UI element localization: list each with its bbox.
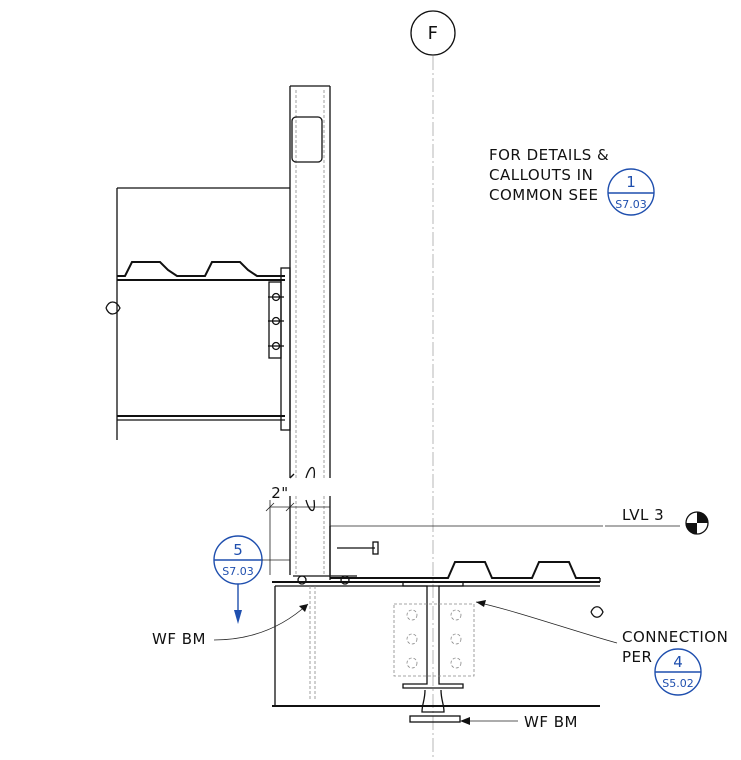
level-marker: LVL 3 [330,506,709,535]
connection-ref-sheet: S5.02 [662,677,693,690]
connection-plate-outline [393,603,475,677]
main-beam [272,575,604,707]
connection-text-1: CONNECTION [622,628,728,646]
note-line-2: CALLOUTS IN [489,166,593,184]
general-note: FOR DETAILS & CALLOUTS IN COMMON SEE 1 S… [489,146,655,216]
connection-ref-number: 4 [673,653,683,671]
bottom-flange [409,715,461,723]
note-ref-number: 1 [626,173,636,191]
lower-column [289,496,331,575]
wf-beam-label-bottom: WF BM [460,713,578,731]
grid-bubble [410,10,456,56]
metal-deck-lower [330,561,600,579]
connection-label: CONNECTION PER 4 S5.02 [475,600,728,696]
section-ref-number: 5 [233,541,243,559]
dimension-label: 2" [271,484,288,502]
connection-text-2: PER [622,648,652,666]
section-ref-sheet: S7.03 [222,565,253,578]
shear-plate [280,267,291,431]
connection-bolts [406,609,462,669]
note-detail-callout[interactable]: 1 S7.03 [607,168,655,216]
column-opening [291,116,323,163]
note-ref-sheet: S7.03 [615,198,646,211]
note-line-1: FOR DETAILS & [489,146,609,164]
grid-label: F [428,23,439,44]
dimension-2in: 2" [265,484,330,575]
wf-bm-bottom-text: WF BM [524,713,578,731]
break-symbol [305,466,316,479]
metal-deck-upper [117,261,285,277]
break-symbol-right [590,606,604,618]
wf-bm-left-text: WF BM [152,630,206,648]
upper-left-beam [105,187,291,440]
break-symbol-left [105,301,121,315]
upper-column [289,85,331,479]
clip-angle [268,281,282,359]
cap-plate-bolts [293,575,357,585]
cross-beam-section [393,581,475,723]
bolts-upper [268,292,284,351]
connection-detail-callout[interactable]: 4 S5.02 [654,648,702,696]
note-line-3: COMMON SEE [489,186,598,204]
level-label: LVL 3 [622,506,664,524]
section-callout[interactable]: 5 S7.03 [213,535,290,624]
wf-beam-label-left: WF BM [152,603,309,648]
section-arrow-icon [234,610,242,624]
lower-deck [329,526,601,582]
grid-line-f: F [410,10,456,758]
